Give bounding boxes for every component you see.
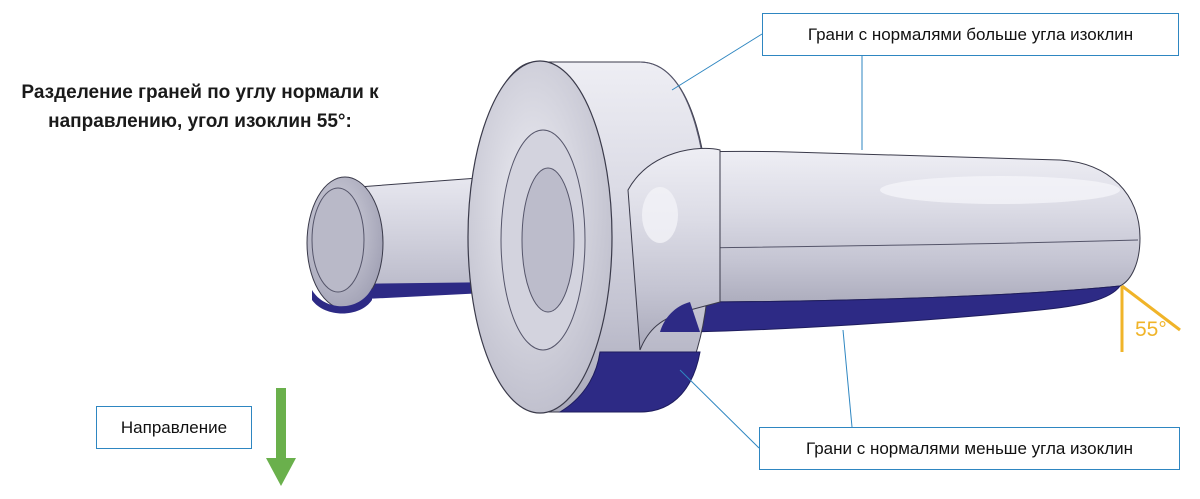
- angle-label: 55°: [1135, 318, 1167, 341]
- leader-bottom-flange: [679, 369, 760, 449]
- neck: [627, 147, 721, 351]
- callout-below-isocline: Грани с нормалями меньше угла изоклин: [759, 427, 1180, 470]
- leader-top-flange: [671, 33, 763, 91]
- cap-lower-faces: [312, 288, 372, 314]
- ring-lower-faces: [689, 285, 1122, 333]
- title-line-1: Разделение граней по углу нормали к: [21, 82, 379, 103]
- direction-arrow-icon: [266, 388, 296, 486]
- callout-above-isocline: Грани с нормалями больше угла изоклин: [762, 13, 1179, 56]
- title-line-2: направлению, угол изоклин 55°:: [48, 111, 352, 132]
- leader-bottom-ring: [842, 329, 853, 428]
- flange-lower-faces: [558, 351, 701, 413]
- page-title: Разделение граней по углу нормали к напр…: [0, 78, 400, 136]
- shaft-lower-faces: [345, 282, 505, 300]
- callout-direction: Направление: [96, 406, 252, 449]
- ring-body: [599, 150, 1141, 333]
- angle-marker-icon: [1120, 284, 1181, 352]
- end-cap: [306, 176, 384, 314]
